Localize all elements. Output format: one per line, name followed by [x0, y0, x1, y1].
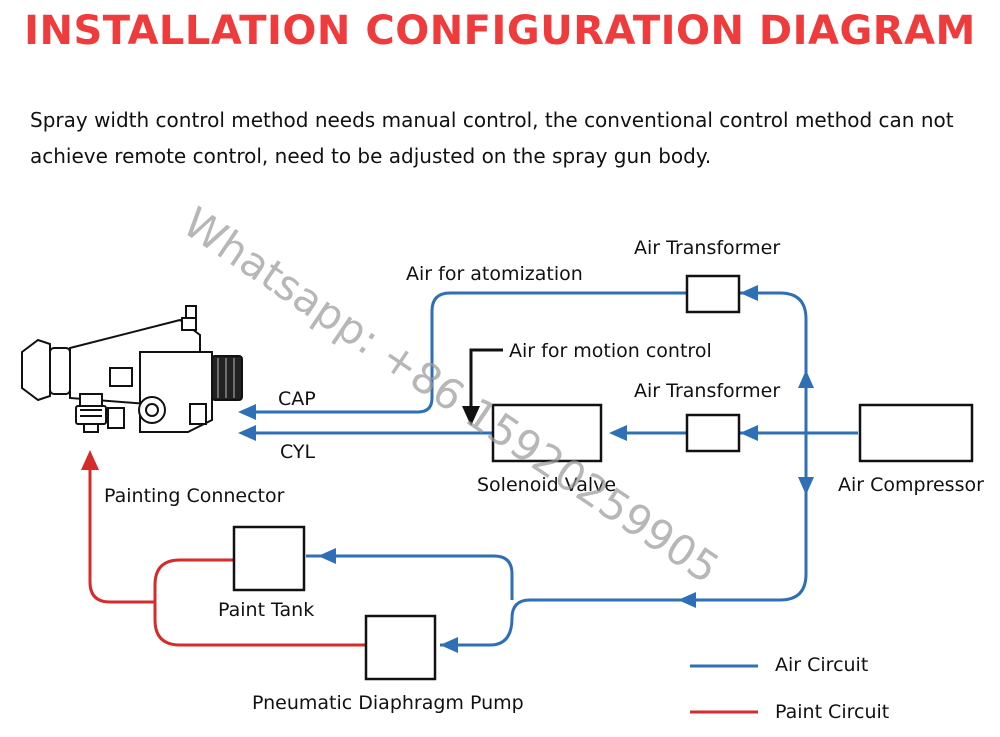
- arrow-to-pump: [440, 637, 458, 653]
- solenoid-valve-label: Solenoid Valve: [477, 474, 616, 496]
- air-compressor-label: Air Compressor: [838, 474, 984, 496]
- page-title: INSTALLATION CONFIGURATION DIAGRAM: [24, 8, 976, 54]
- air-circuit-lines: [250, 291, 858, 647]
- air-transformer-mid-label: Air Transformer: [634, 380, 780, 402]
- arrow-to-transformer-top: [740, 285, 758, 301]
- cap-label: CAP: [278, 388, 316, 410]
- solenoid-valve-box: [491, 403, 603, 463]
- arrow-to-painting-connector: [81, 450, 99, 470]
- air-for-atomization-label: Air for atomization: [406, 263, 583, 285]
- air-compressor-box: [858, 403, 974, 463]
- air-transformer-mid-box: [685, 413, 741, 453]
- legend-air-label: Air Circuit: [775, 654, 868, 676]
- arrow-left-bottom: [678, 592, 696, 608]
- pump-box: [364, 614, 437, 681]
- paint-tank-label: Paint Tank: [218, 599, 314, 621]
- air-to-paint-tank-line: [306, 554, 514, 600]
- arrow-to-paint-tank: [318, 548, 336, 564]
- paint-to-gun-line: [88, 466, 155, 604]
- legend: Air Circuit Paint Circuit: [690, 654, 889, 723]
- air-transformer-top-box: [685, 274, 741, 314]
- spray-gun-icon: [21, 305, 243, 433]
- atomization-air-line: [250, 291, 687, 414]
- arrow-to-cyl: [238, 425, 256, 441]
- arrow-down-trunk: [798, 477, 814, 495]
- air-transformer-top-label: Air Transformer: [634, 237, 780, 259]
- cyl-label: CYL: [280, 441, 316, 463]
- pump-label: Pneumatic Diaphragm Pump: [252, 692, 524, 714]
- description-text: Spray width control method needs manual …: [30, 108, 954, 168]
- arrow-to-transformer-mid: [740, 425, 758, 441]
- motion-control-pointer: [462, 348, 503, 426]
- painting-connector-label: Painting Connector: [104, 485, 285, 507]
- air-circuit-arrows: [238, 285, 814, 653]
- arrow-up-trunk: [798, 370, 814, 388]
- air-for-motion-control-label: Air for motion control: [509, 340, 712, 362]
- arrow-to-valve: [609, 425, 627, 441]
- paint-tank-box: [232, 525, 306, 592]
- paint-circuit-lines: [88, 466, 365, 647]
- component-boxes: [232, 274, 974, 681]
- legend-paint-label: Paint Circuit: [775, 701, 889, 723]
- arrow-to-cap: [238, 404, 256, 420]
- air-trunk-line: [440, 291, 808, 647]
